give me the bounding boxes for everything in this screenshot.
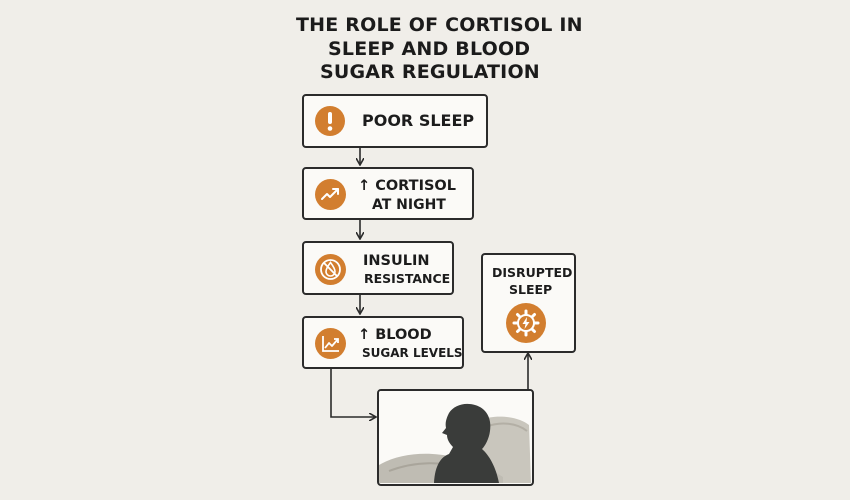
sleeper-box <box>377 389 534 486</box>
chart-up-icon <box>315 328 346 359</box>
poor-sleep-label: POOR SLEEP <box>362 111 475 130</box>
page-title-line-2: SLEEP AND BLOOD <box>328 38 531 60</box>
insulin-label-line-1: INSULIN <box>363 253 430 269</box>
disrupted-label-line-2: SLEEP <box>509 282 553 297</box>
cortisol-label-line-2: AT NIGHT <box>372 197 446 213</box>
cortisol-label-line-1: ↑ CORTISOL <box>358 178 456 194</box>
no-drop-icon <box>315 254 346 285</box>
sleeping-person-icon <box>379 391 531 483</box>
trend-up-icon <box>315 179 346 210</box>
insulin-label-line-2: RESISTANCE <box>364 271 451 286</box>
disrupted-sleep-box: DISRUPTED SLEEP <box>481 253 576 353</box>
blood-sugar-label-line-1: ↑ BLOOD <box>358 327 432 343</box>
blood-sugar-box: ↑ BLOOD SUGAR LEVELS <box>302 316 464 369</box>
arrow-blood-to-sleeper <box>330 368 375 417</box>
gear-bolt-icon <box>506 303 546 343</box>
disrupted-label-line-1: DISRUPTED <box>492 265 573 280</box>
page-title-line-1: THE ROLE OF CORTISOL IN <box>296 14 583 36</box>
insulin-box: INSULIN RESISTANCE <box>302 241 454 295</box>
blood-sugar-label-line-2: SUGAR LEVELS <box>362 346 463 360</box>
exclamation-icon <box>315 106 345 136</box>
page-title-line-3: SUGAR REGULATION <box>320 61 540 83</box>
poor-sleep-box: POOR SLEEP <box>302 94 488 148</box>
cortisol-box: ↑ CORTISOL AT NIGHT <box>302 167 474 220</box>
